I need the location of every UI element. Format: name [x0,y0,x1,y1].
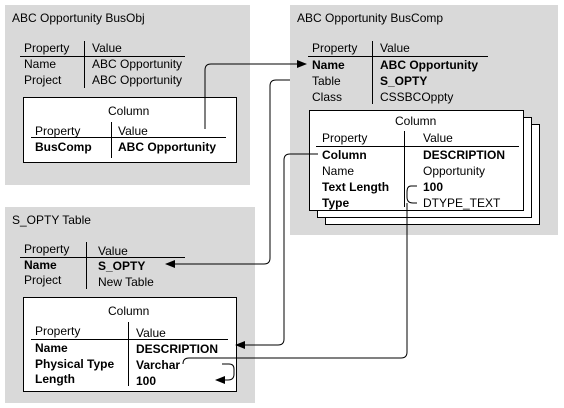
buscomp-column-divider [372,41,373,104]
table-column-row-type-property: Physical Type [35,357,115,371]
table-row-name-property: Name [24,258,57,272]
table-column-row-length-value: 100 [136,374,157,388]
arrow-buscomp-ref [204,60,307,129]
busobj-title: ABC Opportunity BusObj [12,11,145,25]
table-row-project-property: Project [24,273,62,287]
busobj-column-header-value: Value [118,124,148,138]
buscomp-column-row-name-property: Name [322,164,355,178]
table-column-divider-inner [128,322,129,386]
buscomp-column-box [309,110,524,211]
buscomp-column-header-value: Value [423,131,453,145]
buscomp-row-table-property: Table [312,74,341,88]
table-title: S_OPTY Table [12,213,91,227]
busobj-row-name-value: ABC Opportunity [92,57,183,71]
buscomp-column-row-name-value: Opportunity [423,164,486,178]
arrow-length-ref [182,203,408,365]
busobj-row-project-value: ABC Opportunity [92,73,183,87]
buscomp-header-value: Value [380,41,410,55]
table-column-row-name-property: Name [35,341,68,355]
buscomp-row-table-value: S_OPTY [380,74,428,88]
buscomp-column-row-type-property: Type [322,196,350,210]
table-column-divider [86,242,87,289]
busobj-column-row-value: ABC Opportunity [118,140,216,154]
table-header-property: Property [24,242,70,256]
buscomp-row-name-value: ABC Opportunity [380,58,478,72]
arrow-textlength-ref [406,185,417,204]
busobj-column-row-property: BusComp [35,140,92,154]
buscomp-column-row-length-property: Text Length [322,180,390,194]
busobj-column-header-rule [31,137,226,138]
busobj-header-property: Property [24,41,70,55]
buscomp-row-class-property: Class [312,90,343,104]
arrow-type-ref [215,363,235,384]
arrow-table-ref [165,79,290,268]
busobj-column-header-property: Property [35,124,81,138]
buscomp-row-name-property: Name [312,58,345,72]
buscomp-column-row-type-value: DTYPE_TEXT [423,196,501,210]
busobj-header-value: Value [92,41,122,55]
table-row-name-value: S_OPTY [98,259,146,273]
busobj-column-divider [84,41,85,88]
buscomp-column-divider-inner [404,131,405,207]
table-column-row-length-property: Length [35,372,75,386]
busobj-column-title: Column [108,104,150,118]
table-header-value: Value [98,244,128,258]
busobj-column-box [23,97,237,163]
table-column-row-type-value: Varchar [136,358,181,372]
buscomp-column-header-rule [316,146,519,147]
table-column-header-property: Property [35,324,81,338]
buscomp-column-row-length-value: 100 [423,180,444,194]
buscomp-column-title: Column [395,114,437,128]
buscomp-column-row-column-value: DESCRIPTION [423,148,506,162]
arrow-column-ref [235,153,318,349]
table-column-header-rule [31,339,228,340]
busobj-column-divider-inner [111,122,112,158]
table-column-row-name-value: DESCRIPTION [136,342,219,356]
table-column-header-value: Value [136,326,166,340]
buscomp-column-row-column-property: Column [322,148,367,162]
buscomp-header-property: Property [312,41,358,55]
table-header-rule [20,257,185,258]
busobj-header-rule [20,56,185,57]
buscomp-header-rule [308,56,488,57]
buscomp-row-class-value: CSSBCOppty [380,90,454,104]
buscomp-title: ABC Opportunity BusComp [297,11,444,25]
busobj-row-name-property: Name [24,57,57,71]
table-column-box [23,297,237,392]
table-column-title: Column [108,304,150,318]
table-row-project-value: New Table [98,275,154,289]
buscomp-column-header-property: Property [322,131,368,145]
busobj-row-project-property: Project [24,73,62,87]
